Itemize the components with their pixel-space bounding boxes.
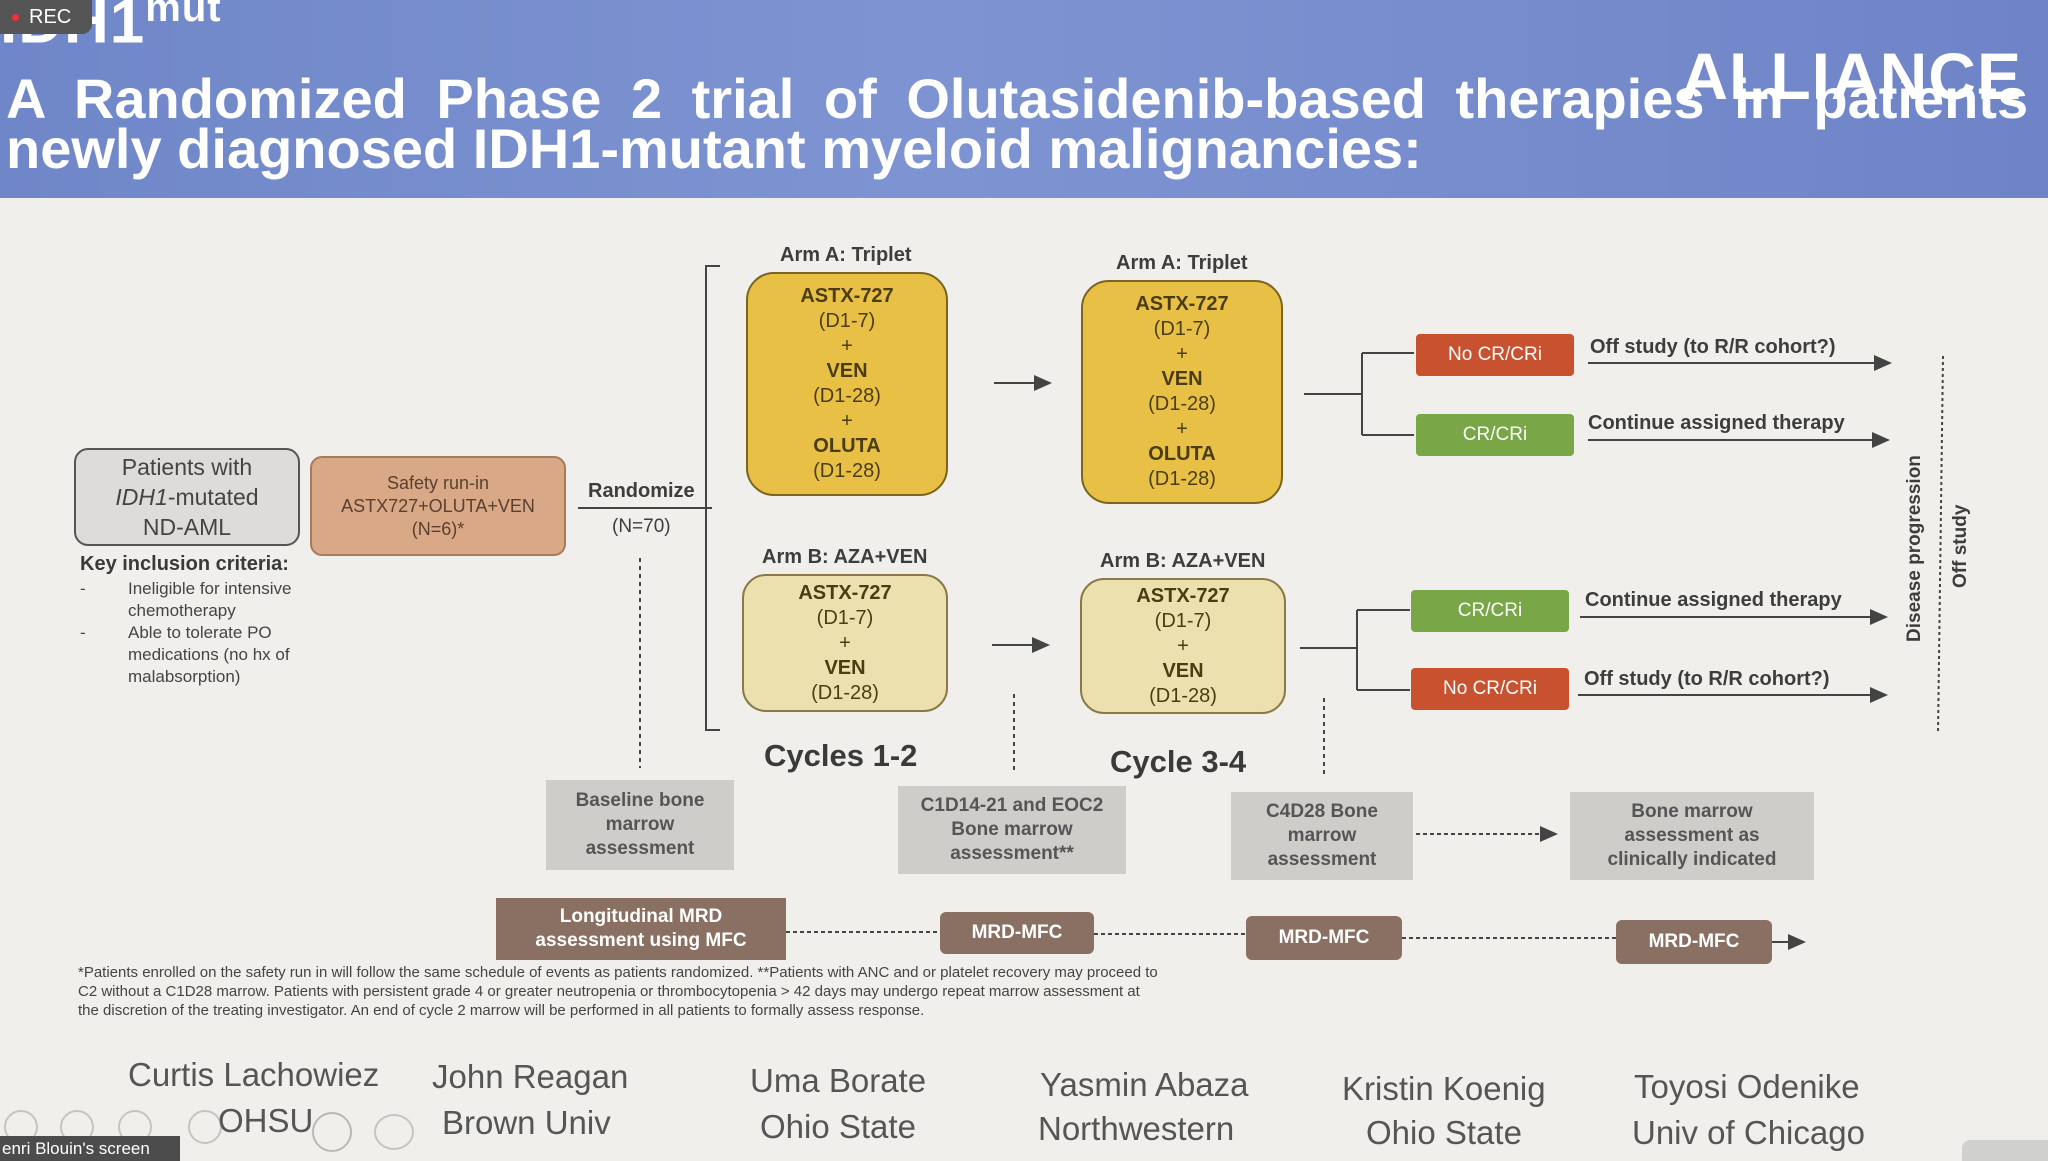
arm-a-label-c12: Arm A: Triplet [780,244,912,266]
criteria-item-1: Ineligible for intensive chemotherapy [128,579,292,620]
cycles-1-2-label: Cycles 1-2 [764,738,918,773]
title-banner: IDH1mut ALLIANCE A Randomized Phase 2 tr… [0,0,2048,198]
arm-b-cycle-3-4-box: ASTX-727(D1-7)+ VEN(D1-28) [1080,578,1286,714]
footnote-line-2: C2 without a C1D28 marrow. Patients with… [78,983,1140,1000]
criteria-bullet-1: - [80,579,86,598]
arm-a-cycles-1-2-box: ASTX-727(D1-7)+ VEN(D1-28)+ OLUTA(D1-28) [746,272,948,496]
camera-icon[interactable] [312,1112,352,1152]
author-name-3: Uma Borate [750,1062,927,1099]
clinical-assessment-box: Bone marrow assessment as clinically ind… [1570,792,1814,880]
c1d14-assessment-box: C1D14-21 and EOC2 Bone marrow assessment… [898,786,1126,874]
safety-run-in-box: Safety run-in ASTX727+OLUTA+VEN (N=6)* [310,456,566,556]
more-icon[interactable] [374,1114,414,1150]
author-name-4: Yasmin Abaza [1040,1066,1249,1103]
alliance-logo-text: ALLIANCE [1680,39,2022,113]
arm-b-cycles-1-2-box: ASTX-727(D1-7)+ VEN(D1-28) [742,574,948,712]
author-name-5: Kristin Koenig [1342,1070,1546,1107]
randomize-n: (N=70) [612,516,671,537]
arm-b-off-study-text: Off study (to R/R cohort?) [1584,668,1830,690]
arm-b-label-c12: Arm B: AZA+VEN [762,546,928,568]
off-study-vertical-label: Off study [1950,504,1971,588]
arm-b-no-cr-box: No CR/CRi [1411,668,1569,710]
author-inst-1: OHSU [218,1102,314,1139]
arm-a-off-study-text: Off study (to R/R cohort?) [1590,336,1836,358]
author-inst-3: Ohio State [760,1108,916,1145]
arm-b-label-c34: Arm B: AZA+VEN [1100,550,1266,572]
patients-box: Patients with IDH1-mutated ND-AML [74,448,300,546]
inclusion-criteria-title: Key inclusion criteria: [80,553,289,575]
author-inst-5: Ohio State [1366,1114,1522,1151]
footnote-line-3: the discretion of the treating investiga… [78,1002,925,1019]
criteria-bullet-2: - [80,623,86,642]
author-name-2: John Reagan [432,1058,629,1095]
arm-b-continue-text: Continue assigned therapy [1585,589,1842,611]
record-dot-icon [12,14,19,22]
screen-share-label: enri Blouin's screen [0,1136,180,1161]
arm-a-no-cr-box: No CR/CRi [1416,334,1574,376]
randomize-label: Randomize [588,480,695,502]
title-line-1: A Randomized Phase 2 trial of Olutasiden… [6,67,2048,130]
longitudinal-mrd-box: Longitudinal MRD assessment using MFC [496,898,786,960]
author-inst-6: Univ of Chicago [1632,1114,1865,1151]
layout-icon[interactable] [188,1110,222,1144]
arm-a-continue-text: Continue assigned therapy [1588,412,1845,434]
criteria-item-2: Able to tolerate PO medications (no hx o… [128,623,290,686]
cycle-3-4-label: Cycle 3-4 [1110,744,1247,779]
arm-a-label-c34: Arm A: Triplet [1116,252,1248,274]
recording-indicator: REC [0,0,92,34]
author-name-1: Curtis Lachowiez [128,1056,380,1093]
c4d28-assessment-box: C4D28 Bone marrow assessment [1231,792,1413,880]
arm-a-cycle-3-4-box: ASTX-727(D1-7)+ VEN(D1-28)+ OLUTA(D1-28) [1081,280,1283,504]
disease-progression-label: Disease progression [1904,455,1925,642]
mrd-mfc-box-3: MRD-MFC [1616,920,1772,964]
title-line-2: newly diagnosed IDH1-mutant myeloid mali… [6,117,1422,180]
author-inst-4: Northwestern [1038,1110,1235,1147]
author-inst-2: Brown Univ [442,1104,611,1141]
mrd-mfc-box-2: MRD-MFC [1246,916,1402,960]
arm-a-cr-box: CR/CRi [1416,414,1574,456]
mrd-mfc-box-1: MRD-MFC [940,912,1094,954]
footnote-line-1: *Patients enrolled on the safety run in … [78,964,1158,981]
baseline-assessment-box: Baseline bone marrow assessment [546,780,734,870]
participants-icon[interactable] [1962,1140,2048,1161]
arm-b-cr-box: CR/CRi [1411,590,1569,632]
author-name-6: Toyosi Odenike [1634,1068,1860,1105]
